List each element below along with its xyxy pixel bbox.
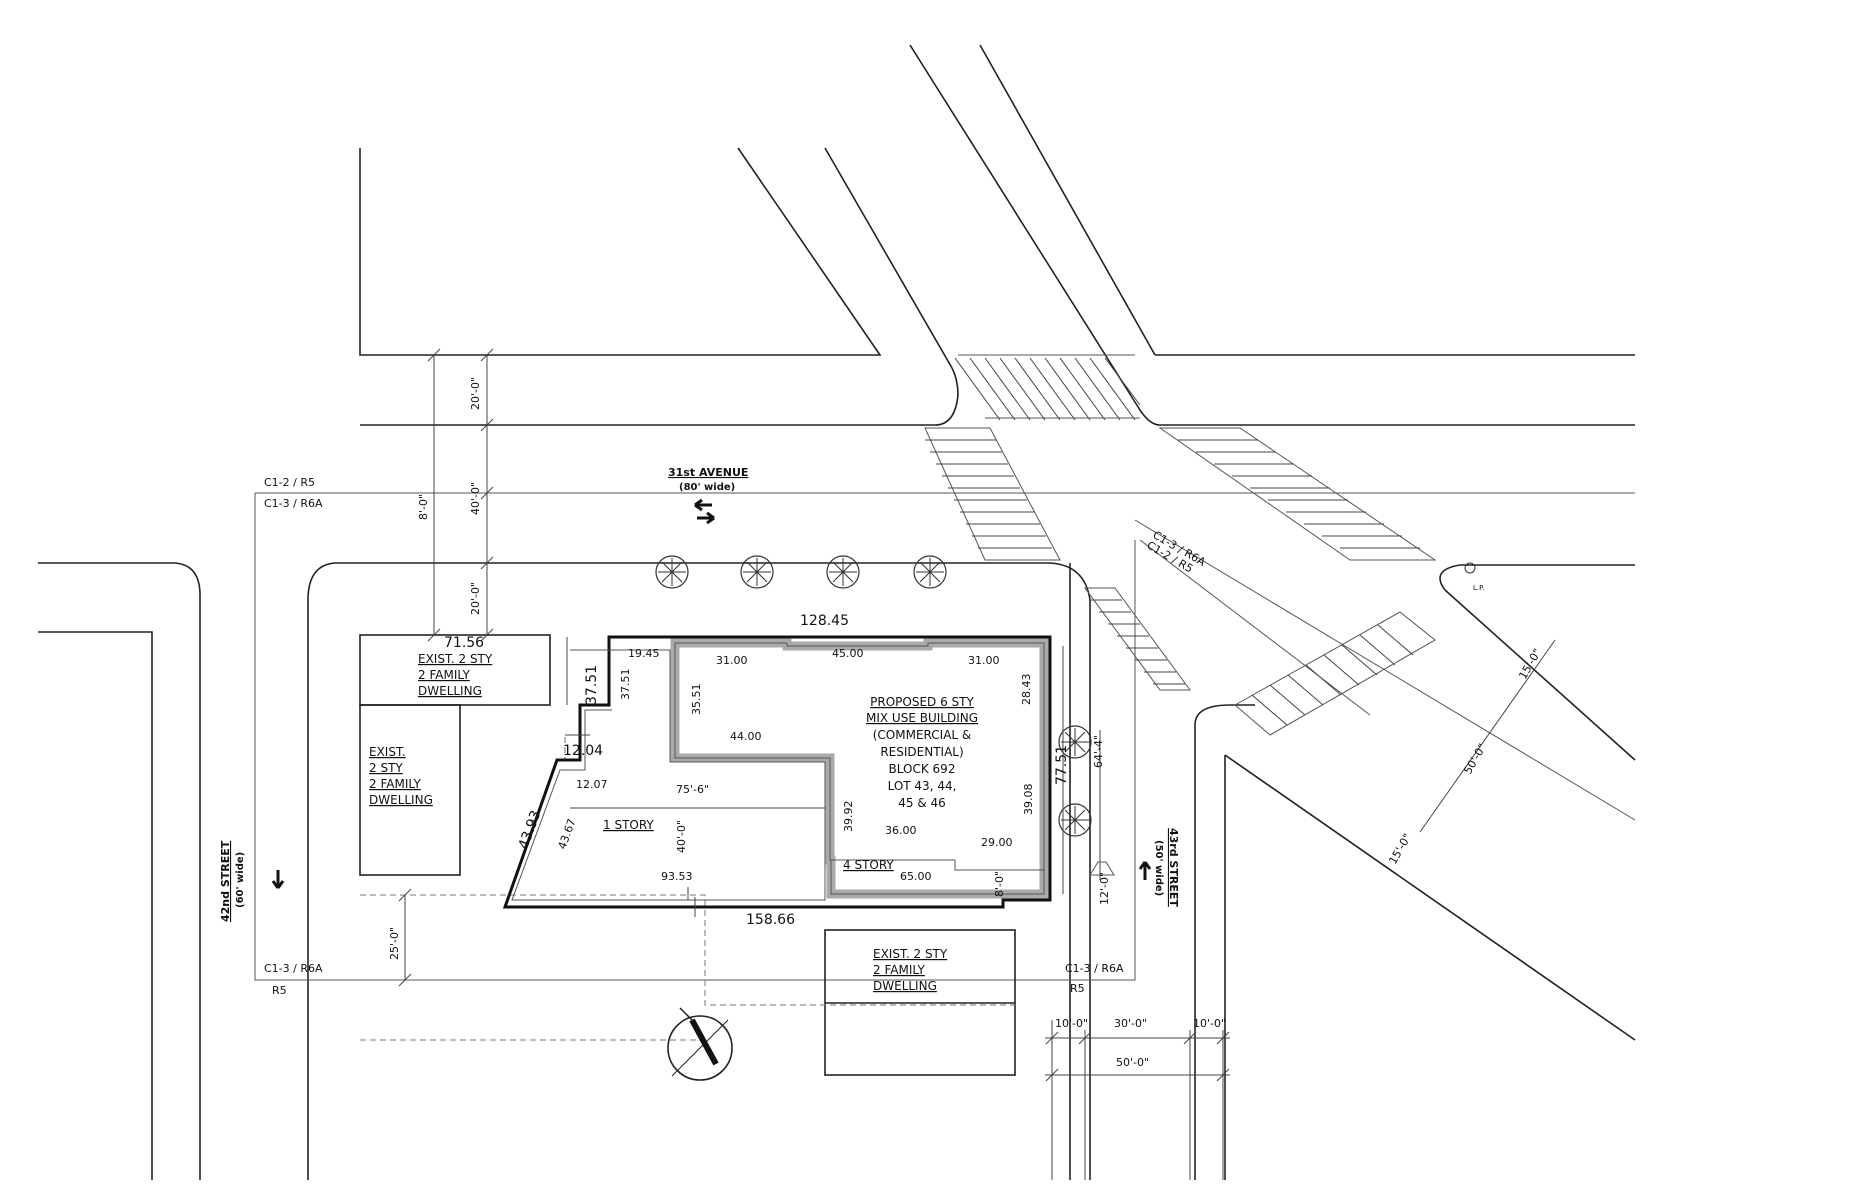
dim-4500: 45.00 [832, 647, 864, 660]
avenue-name: 31st AVENUE [668, 466, 748, 479]
exist-a-line2: 2 FAMILY [418, 668, 470, 682]
dim-400: 40'-0" [675, 820, 688, 853]
zoning-sw-bottom: R5 [272, 984, 287, 997]
exist-c-line3: DWELLING [873, 979, 937, 993]
dim-80: 8'-0" [417, 494, 430, 520]
street-edges [38, 44, 1636, 1180]
dim-3100-b: 31.00 [968, 654, 1000, 667]
dim-7751: 77.51 [1054, 745, 1070, 785]
east-street-width: (50' wide) [1153, 840, 1164, 896]
zoning-sw-top: C1-3 / R6A [264, 962, 323, 975]
zoning-se-bottom: R5 [1070, 982, 1085, 995]
dim-30: 30'-0" [1114, 1017, 1147, 1030]
dim-3600: 36.00 [885, 824, 917, 837]
dim-2843: 28.43 [1020, 674, 1033, 706]
dim-40: 40'-0" [469, 482, 482, 515]
four-story-label: 4 STORY [843, 858, 894, 872]
exist-c-line1: EXIST. 2 STY [873, 947, 948, 961]
north-arrow-icon [667, 1007, 733, 1081]
tree-icon [655, 555, 689, 589]
dim-80-in: 8'-0" [993, 871, 1006, 897]
crosswalks [924, 354, 1437, 736]
dim-10a: 10'-0" [1055, 1017, 1088, 1030]
exist-a-line3: DWELLING [418, 684, 482, 698]
proposed-line2: MIX USE BUILDING [866, 711, 978, 725]
east-street-name: 43rd STREET [1167, 828, 1180, 907]
dim-3551: 35.51 [690, 684, 703, 716]
dim-250: 25'-0" [388, 927, 401, 960]
one-story-label: 1 STORY [603, 818, 654, 832]
proposed-line4: RESIDENTIAL) [880, 745, 963, 759]
dim-50: 50'-0" [1116, 1056, 1149, 1069]
dim-3751-inner: 37.51 [619, 669, 632, 701]
west-street-width: (60' wide) [235, 852, 246, 908]
dimension-lines [398, 348, 1556, 1180]
exist-a-line1: EXIST. 2 STY [418, 652, 493, 666]
dim-4393: 43.93 [516, 808, 545, 851]
dim-15a: 15'-0" [1516, 646, 1544, 681]
avenue-width: (80' wide) [679, 482, 735, 493]
zoning-nw-bottom: C1-3 / R6A [264, 497, 323, 510]
proposed-line5: BLOCK 692 [889, 762, 956, 776]
dim-1204: 12.04 [563, 743, 603, 759]
zoning-se-top: C1-3 / R6A [1065, 962, 1124, 975]
tree-icon [1058, 803, 1092, 837]
dim-644: 64'-4" [1092, 735, 1105, 768]
traffic-arrows [271, 498, 1152, 889]
dim-7156: 71.56 [444, 635, 484, 651]
exist-b-line3: 2 FAMILY [369, 777, 421, 791]
west-street-name: 42nd STREET [219, 840, 232, 922]
zoning-nw-top: C1-2 / R5 [264, 476, 315, 489]
dim-3992: 39.92 [842, 801, 855, 833]
buildings [359, 634, 1052, 1076]
lamp-post-label: L.P. [1473, 584, 1484, 592]
tree-icon [826, 555, 860, 589]
exist-c-line2: 2 FAMILY [873, 963, 925, 977]
hydrant-icon [1089, 861, 1115, 876]
dim-3100-a: 31.00 [716, 654, 748, 667]
dim-1945: 19.45 [628, 647, 660, 660]
dim-6500: 65.00 [900, 870, 932, 883]
dim-4367: 43.67 [556, 817, 579, 851]
proposed-line3: (COMMERCIAL & [873, 728, 972, 742]
exist-b-line2: 2 STY [369, 761, 403, 775]
dim-2900: 29.00 [981, 836, 1013, 849]
dim-20b: 20'-0" [469, 582, 482, 615]
proposed-line6: LOT 43, 44, [888, 779, 957, 793]
dim-9353: 93.53 [661, 870, 693, 883]
proposed-line7: 45 & 46 [898, 796, 946, 810]
dim-3908: 39.08 [1022, 784, 1035, 816]
dim-120: 12'-0" [1098, 872, 1111, 905]
tree-icon [740, 555, 774, 589]
dim-756: 75'-6" [676, 783, 709, 796]
proposed-line1: PROPOSED 6 STY [870, 695, 974, 709]
tree-icon [913, 555, 947, 589]
dim-15866: 158.66 [746, 912, 795, 928]
dim-20a: 20'-0" [469, 377, 482, 410]
dim-10b: 10'-0" [1193, 1017, 1226, 1030]
dim-1207: 12.07 [576, 778, 608, 791]
tree-icon [1058, 725, 1092, 759]
dim-15b: 15'-0" [1386, 831, 1414, 866]
dim-50b: 50'-0" [1461, 741, 1489, 776]
exist-b-line1: EXIST. [369, 745, 406, 759]
dim-12845: 128.45 [800, 613, 849, 629]
lamp-post-icon: L.P. [1464, 562, 1484, 592]
dim-3751-outer: 37.51 [584, 665, 600, 705]
dim-4400: 44.00 [730, 730, 762, 743]
street-trees [655, 555, 1092, 837]
exist-b-line4: DWELLING [369, 793, 433, 807]
